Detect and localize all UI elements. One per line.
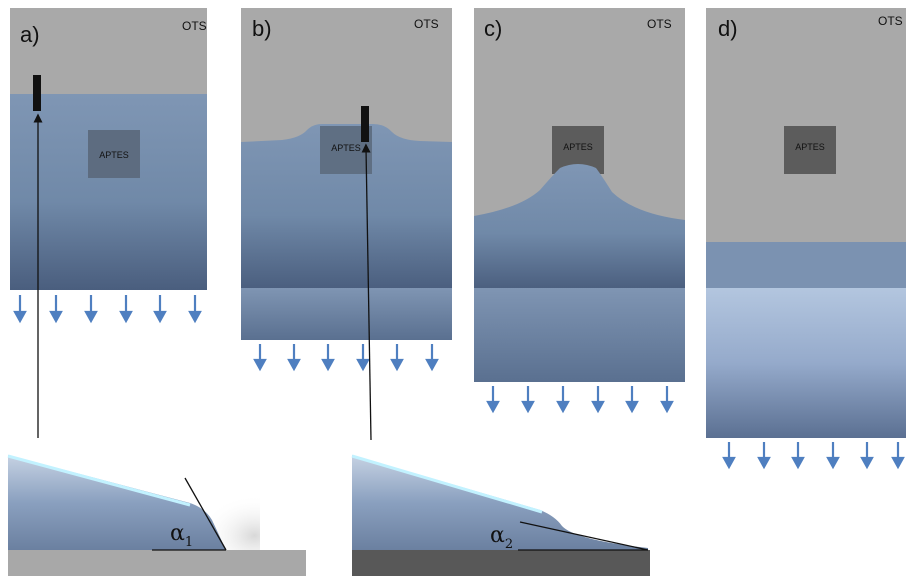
inset-receding-angle: α2 [351,454,650,576]
liquid-film [10,94,207,290]
ots-label: OTS [647,17,672,31]
aptes-patch [784,126,836,174]
angle-label: α2 [490,523,513,552]
tangent-line [519,521,649,551]
substrate-aptes [352,550,650,576]
aptes-label: APTES [563,142,593,152]
withdraw-arrows [253,344,439,372]
contact-line-marker [33,75,41,111]
withdraw-arrows [722,442,905,470]
ots-label: OTS [414,17,439,31]
liquid-lower [474,288,685,382]
liquid-film [241,124,452,290]
panel-c: APTES c) OTS [474,8,685,414]
liquid-film [474,164,685,290]
angle-label: α1 [170,521,193,550]
panel-d: APTES d) OTS [706,8,906,470]
contact-line-marker [361,106,369,142]
aptes-label: APTES [331,143,361,153]
panel-label: a) [20,22,40,47]
zoom-pointer [361,143,372,441]
panel-label: d) [718,16,738,41]
panel-a: APTES a) OTS [10,8,207,438]
panel-b: APTES b) OTS [241,8,452,441]
liquid-lower [241,288,452,340]
panel-label: c) [484,16,502,41]
ots-label: OTS [878,14,903,28]
aptes-patch [88,130,140,178]
liquid-film [706,242,906,290]
surface-highlight [351,454,543,514]
surface-highlight [7,454,191,507]
droplet [8,455,226,550]
inset-advancing-angle: α1 [7,454,306,576]
withdraw-arrows [13,295,202,324]
tangent-line [184,477,227,551]
liquid-lower [706,288,906,438]
aptes-label: APTES [99,150,129,160]
panel-label: b) [252,16,272,41]
ots-label: OTS [182,19,207,33]
withdraw-arrows [486,386,674,414]
aptes-label: APTES [795,142,825,152]
substrate-ots [8,550,306,576]
